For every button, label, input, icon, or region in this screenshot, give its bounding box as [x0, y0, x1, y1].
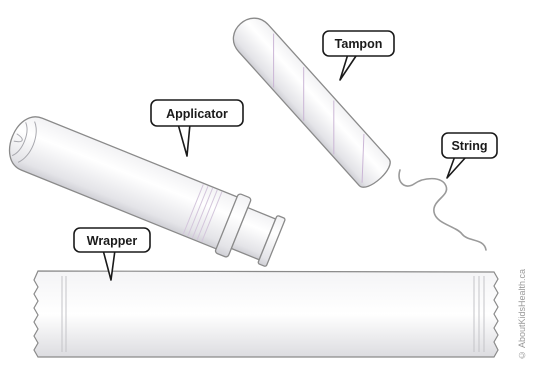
callout-string: String	[442, 133, 497, 178]
callout-tampon: Tampon	[323, 31, 394, 80]
applicator-label: Applicator	[166, 107, 228, 121]
tampon-label: Tampon	[335, 37, 383, 51]
string-label: String	[451, 139, 487, 153]
tampon-string	[399, 170, 486, 250]
callout-applicator: Applicator	[151, 100, 243, 156]
wrapper-label: Wrapper	[87, 234, 138, 248]
copyright-credit: © AboutKidsHealth.ca	[517, 240, 531, 360]
wrapper	[34, 271, 498, 357]
